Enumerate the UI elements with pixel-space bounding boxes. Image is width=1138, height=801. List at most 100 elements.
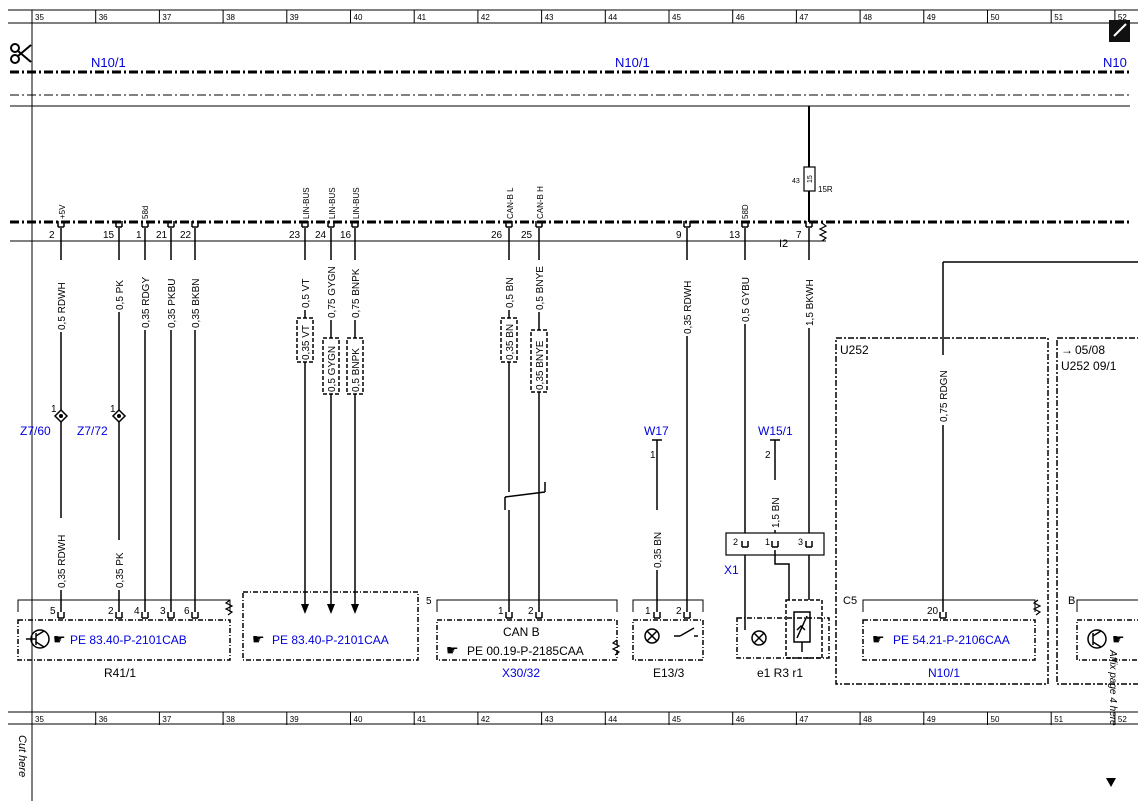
- splice-diamonds: [53, 408, 127, 424]
- grid-number: 46: [736, 715, 745, 724]
- variant-boxes: [296, 317, 548, 395]
- wire-label: 0,5 RDWH: [57, 282, 68, 330]
- grid-number: 38: [226, 715, 235, 724]
- fuse: [803, 106, 816, 222]
- wire-label: 0,75 GYGN: [327, 266, 338, 318]
- pin-22: 22: [180, 230, 192, 241]
- x1-pin: 1: [765, 537, 770, 547]
- component-u252-title: U252: [840, 343, 869, 357]
- grid-number: 46: [736, 13, 745, 22]
- component-u252-ref[interactable]: PE 54.21-P-2106CAA: [893, 633, 1010, 647]
- grid-number: 47: [799, 715, 808, 724]
- variant-label: 0,35 BNYE: [535, 340, 546, 390]
- variant-labels: 0,35 VT 0,5 GYGN 0,5 BNPK 0,35 BN 0,35 B…: [301, 324, 546, 392]
- wire-label: 0,5 BNYE: [535, 266, 546, 310]
- component-rails: [17, 599, 1138, 612]
- hand-pointer-icon: ☛: [252, 631, 265, 647]
- grid-number: 35: [35, 13, 44, 22]
- grid-number: 52: [1118, 715, 1127, 724]
- component-r41-ref[interactable]: PE 83.40-P-2101CAB: [70, 633, 187, 647]
- pin-24: 24: [315, 230, 327, 241]
- lamp-icon: [644, 628, 660, 644]
- wire-label: 0,35 PKBU: [167, 279, 178, 328]
- wire-label: 0,5 BN: [505, 277, 516, 308]
- wire-label: 0,75 RDGN: [939, 370, 950, 422]
- pin-15: 15: [103, 230, 115, 241]
- component-u252-name: N10/1: [928, 666, 960, 680]
- grid-number: 48: [863, 13, 872, 22]
- component-lin-ref[interactable]: PE 83.40-P-2101CAA: [272, 633, 389, 647]
- switch-icon: [674, 627, 698, 637]
- grid-number: 40: [354, 13, 363, 22]
- grid-number: 45: [672, 13, 681, 22]
- transistor-icon: [26, 629, 50, 649]
- resistor-zigzag-icon: [818, 222, 828, 242]
- r41-pin: 6: [184, 606, 190, 617]
- component-n10-1-box: [862, 619, 1036, 661]
- signal-lin-3: LIN-BUS: [352, 187, 361, 219]
- component-r41-1-box: [17, 619, 231, 661]
- component-x30-32-name: X30/32: [502, 666, 540, 680]
- bus-pin-numbers: 2 15 1 21 22 23 24 16 26 25 9 13 7: [49, 230, 802, 241]
- affix-page-text: Affix page 4 here: [1107, 649, 1118, 726]
- component-r3-name: e1 R3 r1: [757, 666, 803, 680]
- grid-number: 42: [481, 715, 490, 724]
- pin-23: 23: [289, 230, 301, 241]
- pin-21: 21: [156, 230, 168, 241]
- grid-number: 41: [417, 13, 426, 22]
- r41-pin: 3: [160, 606, 166, 617]
- splice-label-z7-60: Z7/60: [20, 424, 51, 438]
- can-pin: 1: [498, 606, 504, 617]
- component-lin-box: [242, 591, 419, 661]
- x1-pin: 3: [798, 537, 803, 547]
- grid-number: 43: [545, 715, 554, 724]
- bus-label-mid: N10/1: [615, 55, 650, 70]
- e13-pin: 2: [676, 606, 682, 617]
- component-can-title: CAN B: [503, 625, 540, 639]
- grid-number: 44: [608, 13, 617, 22]
- component-r41-name: R41/1: [104, 666, 136, 680]
- grid-number: 44: [608, 715, 617, 724]
- signal-lin-2: LIN-BUS: [328, 187, 337, 219]
- wire-label: 1,5 BN: [771, 497, 782, 528]
- bus-label-left: N10/1: [91, 55, 126, 70]
- signal-58d-2: 58D: [741, 204, 750, 219]
- wire-label: 0,35 RDWH: [683, 281, 694, 334]
- wire-label: 0,35 RDGY: [141, 277, 152, 328]
- grid-number: 36: [99, 715, 108, 724]
- grid-number: 43: [545, 13, 554, 22]
- bus-pins: [57, 221, 813, 228]
- hand-pointer-icon: ☛: [872, 631, 885, 647]
- arrow-down-icon: [1106, 778, 1116, 787]
- grid-number: 45: [672, 715, 681, 724]
- grid-number: 39: [290, 13, 299, 22]
- fuse-terminal: 15R: [818, 185, 833, 194]
- variant-label: 0,35 BN: [505, 324, 516, 360]
- splice-label-z7-72: Z7/72: [77, 424, 108, 438]
- grid-number: 49: [927, 715, 936, 724]
- r41-pin: 5: [50, 606, 56, 617]
- component-right-title: U252 09/1: [1061, 359, 1117, 373]
- u252-pin-number: 20: [927, 606, 939, 617]
- zigzag-icon: [1032, 599, 1042, 616]
- grid-number: 36: [99, 13, 108, 22]
- variant-label: 0,5 GYGN: [327, 346, 338, 392]
- wire-label: 1,5 BKWH: [805, 279, 816, 326]
- grid-number: 50: [991, 13, 1000, 22]
- transistor-icon: [1087, 629, 1107, 649]
- bottom-grid: [8, 711, 1138, 725]
- component-right-inner-box: [1076, 619, 1138, 661]
- component-e13-3-box: [632, 619, 704, 661]
- component-e13-3-name: E13/3: [653, 666, 685, 680]
- signal-can-l: CAN-B L: [506, 187, 515, 219]
- wires: [60, 228, 1138, 630]
- pin-7: 7: [796, 230, 802, 241]
- pin-26: 26: [491, 230, 503, 241]
- wire-label: 0,5 GYBU: [741, 277, 752, 322]
- can-pin-5: 5: [426, 596, 432, 607]
- signal-5v: +5V: [58, 204, 67, 219]
- component-can-ref[interactable]: PE 00.19-P-2185CAA: [467, 644, 584, 658]
- wire-label: 0,35 PK: [115, 552, 126, 588]
